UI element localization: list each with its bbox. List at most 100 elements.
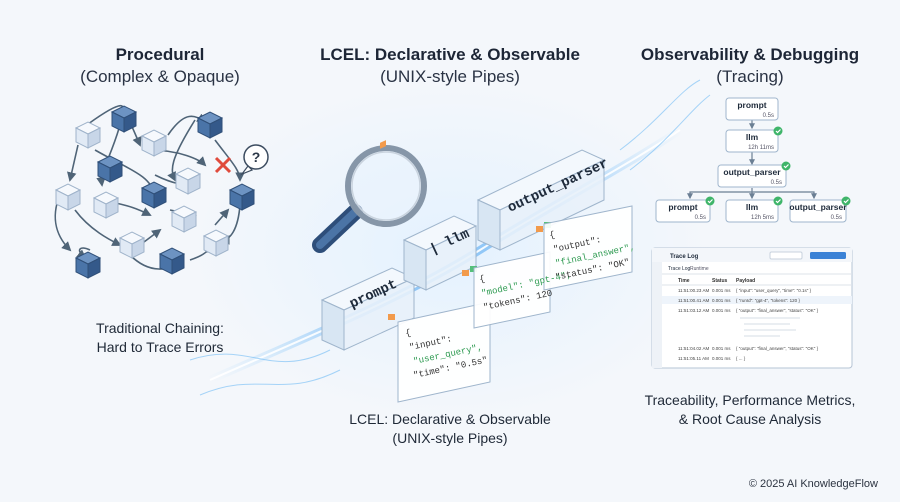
cell: 0.001 ms	[712, 288, 731, 293]
node-time: 12h 5ms	[751, 215, 774, 221]
card-parser	[543, 205, 633, 291]
card-line: {	[405, 328, 412, 339]
check-icon	[841, 196, 851, 206]
indicator	[388, 314, 395, 320]
question-bubble-icon: ?	[240, 144, 269, 176]
center-title-block: LCEL: Declarative & Observable (UNIX-sty…	[300, 44, 600, 88]
cube	[74, 121, 102, 149]
cell: { "input": "user_query", "time": "0.1s" …	[736, 288, 812, 293]
cube	[74, 251, 102, 279]
column-header: Payload	[736, 278, 755, 284]
cell: { ... }	[736, 356, 746, 361]
cube	[170, 205, 198, 233]
cube	[54, 183, 82, 211]
action-button[interactable]	[810, 252, 846, 259]
cube	[174, 167, 202, 195]
column-header: Time	[678, 278, 690, 284]
card-line: {	[549, 230, 556, 241]
trace-log-window: Trace Log Trace Log Runtime Time Status …	[651, 247, 853, 369]
trace-tree: prompt 0.5s llm 12h 11ms output_parser 0…	[655, 97, 851, 223]
left-caption: Traditional Chaining: Hard to Trace Erro…	[60, 319, 260, 357]
svg-text:?: ?	[252, 149, 261, 165]
left-title: Procedural	[115, 45, 205, 64]
cube	[158, 247, 186, 275]
card-line: {	[479, 274, 486, 285]
node-time: 12h 11ms	[748, 145, 774, 151]
search-input[interactable]	[769, 251, 803, 260]
center-caption-line: LCEL: Declarative & Observable	[349, 411, 551, 427]
cell: 11:51:00.23 AM	[678, 288, 709, 293]
node-label: prompt	[737, 100, 766, 110]
trace-node-prompt: prompt 0.5s	[725, 97, 779, 121]
tab-trace-log[interactable]: Trace Log	[668, 266, 691, 272]
left-caption-line: Traditional Chaining:	[96, 320, 224, 336]
center-title: LCEL: Declarative & Observable	[320, 45, 580, 64]
trace-node-prompt-2: prompt 0.5s	[655, 196, 715, 223]
trace-node-output-parser: output_parser 0.5s	[717, 161, 791, 188]
cell: { "output": "final_answer", "status": "O…	[736, 308, 819, 313]
cell: 11:51:00.41 AM	[678, 298, 709, 303]
center-subtitle: (UNIX-style Pipes)	[380, 67, 520, 86]
check-icon	[705, 196, 715, 206]
cell: { "runId": "gpt-4", "tokens": 120 }	[736, 298, 800, 303]
node-time: 0.5s	[763, 113, 774, 119]
copyright: © 2025 AI KnowledgeFlow	[748, 478, 878, 490]
left-title-block: Procedural (Complex & Opaque)	[40, 44, 280, 88]
right-title-block: Observability & Debugging (Tracing)	[620, 44, 880, 88]
cell: 0.001 ms	[712, 308, 731, 313]
check-icon	[781, 161, 791, 171]
trace-node-output-parser-2: output_parser 0.5s	[789, 196, 851, 223]
sidebar	[652, 262, 662, 368]
node-label: llm	[746, 202, 759, 212]
trace-log-title: Trace Log	[670, 254, 699, 260]
cube	[118, 231, 146, 259]
trace-log-rows: 11:51:00.23 AM 0.001 ms { "input": "user…	[662, 288, 852, 361]
node-time: 0.5s	[831, 215, 842, 221]
center-caption-line: (UNIX-style Pipes)	[392, 430, 508, 446]
right-subtitle: (Tracing)	[716, 67, 784, 86]
light-beam	[189, 79, 711, 396]
right-caption-line: Traceability, Performance Metrics,	[644, 392, 856, 408]
right-title: Observability & Debugging	[640, 45, 860, 64]
cell: 0.001 ms	[712, 346, 731, 351]
right-caption-line: & Root Cause Analysis	[678, 411, 822, 427]
cube	[196, 111, 224, 139]
cube	[228, 183, 256, 211]
cube	[140, 181, 168, 209]
cube	[96, 155, 124, 183]
left-caption-line: Hard to Trace Errors	[96, 339, 224, 355]
block-llm	[402, 215, 478, 291]
indicator	[462, 270, 469, 276]
cell: 11:51:05.11 AM	[678, 356, 709, 361]
node-time: 0.5s	[695, 215, 706, 221]
cell: 11:51:04.02 AM	[678, 346, 709, 351]
left-subtitle: (Complex & Opaque)	[80, 67, 240, 86]
cube	[92, 191, 120, 219]
cell: { "output": "final_answer", "status": "O…	[736, 346, 819, 351]
node-time: 0.5s	[771, 180, 782, 186]
cube	[110, 105, 138, 133]
node-label: output_parser	[723, 167, 781, 177]
trace-node-llm: llm 12h 11ms	[725, 126, 783, 153]
card-llm	[473, 251, 551, 329]
node-label: llm	[746, 132, 759, 142]
cube	[202, 229, 230, 257]
block-prompt	[320, 140, 416, 351]
cell: 0.001 ms	[712, 356, 731, 361]
magnifying-glass-icon	[312, 145, 427, 253]
right-caption: Traceability, Performance Metrics, & Roo…	[620, 391, 880, 429]
check-icon	[773, 196, 783, 206]
cell: 0.001 ms	[712, 298, 731, 303]
card-prompt	[397, 301, 491, 403]
check-icon	[773, 126, 783, 136]
node-label: prompt	[668, 202, 697, 212]
node-label: output_parser	[789, 202, 847, 212]
tab-runtime[interactable]: Runtime	[690, 266, 709, 272]
cube-group	[54, 105, 256, 279]
block-output-parser	[476, 149, 606, 251]
indicator	[536, 226, 543, 232]
cell: 11:51:03.12 AM	[678, 308, 709, 313]
error-cross-icon	[214, 156, 232, 174]
